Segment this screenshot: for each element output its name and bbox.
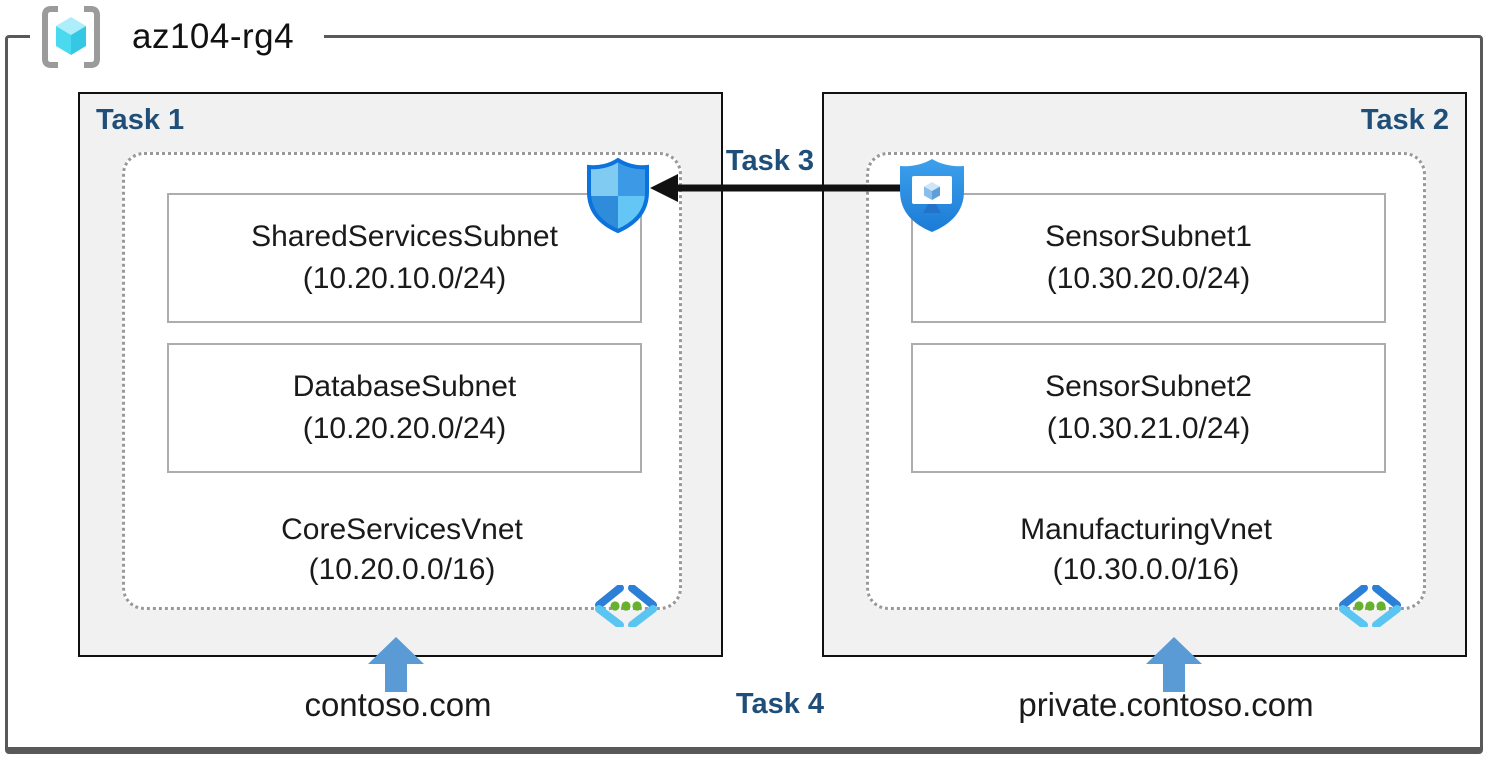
task4-label: Task 4 bbox=[735, 688, 825, 720]
subnet-prefix: (10.20.20.0/24) bbox=[302, 412, 507, 445]
resource-group-header: az104-rg4 bbox=[30, 2, 325, 72]
subnet-name: SharedServicesSubnet bbox=[251, 220, 558, 253]
resource-group-name: az104-rg4 bbox=[132, 17, 295, 56]
manufacturing-vnet-boundary: SensorSubnet1 (10.30.20.0/24) SensorSubn… bbox=[866, 152, 1426, 627]
vnet-address-space: (10.20.0.0/16) bbox=[308, 553, 496, 586]
left-arrow-icon bbox=[650, 174, 900, 202]
task2-label: Task 2 bbox=[1360, 104, 1449, 136]
core-services-vnet-boundary: SharedServicesSubnet (10.20.10.0/24) Dat… bbox=[122, 152, 682, 627]
database-subnet: DatabaseSubnet (10.20.20.0/24) bbox=[167, 343, 642, 473]
bastion-shield-icon bbox=[900, 159, 964, 232]
dns-zone-contoso: contoso.com bbox=[304, 686, 492, 723]
subnet-name: SensorSubnet1 bbox=[1045, 220, 1252, 253]
subnet-prefix: (10.30.21.0/24) bbox=[1046, 412, 1251, 445]
resource-group-icon bbox=[42, 6, 100, 68]
resource-group-frame bbox=[5, 35, 1483, 754]
up-arrow-icon bbox=[368, 637, 424, 692]
vnet-address-space: (10.30.0.0/16) bbox=[1052, 553, 1240, 586]
vnet-name-text: CoreServicesVnet bbox=[281, 513, 523, 546]
up-arrow-icon bbox=[1146, 637, 1202, 692]
task3-label: Task 3 bbox=[725, 145, 815, 177]
subnet-prefix: (10.20.10.0/24) bbox=[302, 262, 507, 295]
sensor-subnet2: SensorSubnet2 (10.30.21.0/24) bbox=[911, 343, 1386, 473]
core-services-vnet-label: CoreServicesVnet (10.20.0.0/16) bbox=[125, 510, 679, 590]
dns-zone-private-contoso: private.contoso.com bbox=[1018, 686, 1314, 723]
subnet-name: SensorSubnet2 bbox=[1045, 370, 1252, 403]
shared-services-subnet: SharedServicesSubnet (10.20.10.0/24) bbox=[167, 193, 642, 323]
vnet-name-text: ManufacturingVnet bbox=[1020, 513, 1272, 546]
virtual-network-icon bbox=[1339, 585, 1401, 627]
network-security-group-shield-icon bbox=[587, 158, 649, 234]
subnet-prefix: (10.30.20.0/24) bbox=[1046, 262, 1251, 295]
subnet-name: DatabaseSubnet bbox=[292, 370, 517, 403]
manufacturing-vnet-label: ManufacturingVnet (10.30.0.0/16) bbox=[869, 510, 1423, 590]
virtual-network-icon bbox=[595, 585, 657, 627]
task1-label: Task 1 bbox=[96, 104, 185, 136]
sensor-subnet1: SensorSubnet1 (10.30.20.0/24) bbox=[911, 193, 1386, 323]
